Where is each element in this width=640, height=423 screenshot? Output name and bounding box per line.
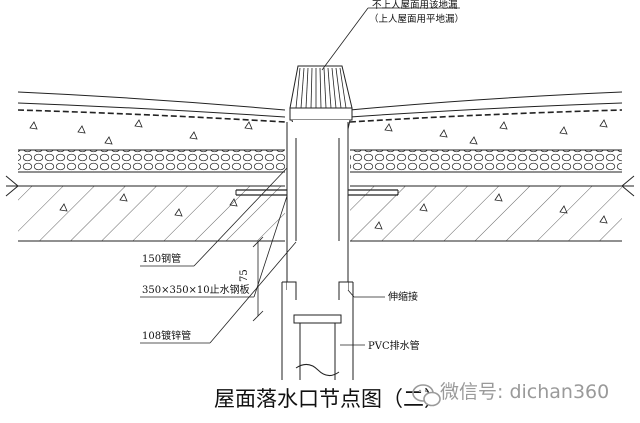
watermark-text: 微信号: dichan360 [440, 381, 609, 403]
callout-top-line2: （上人屋面用平地漏） [369, 13, 464, 25]
dimension-label: 75 [239, 269, 250, 282]
concrete-slab-right [350, 186, 622, 241]
drain-pipes [235, 122, 399, 380]
label-water-stop-plate: 350×350×10止水钢板 [142, 283, 250, 296]
insulation-layer-right [350, 150, 622, 172]
label-expansion-joint: 伸缩接 [388, 290, 418, 303]
wechat-icon [412, 384, 441, 407]
callout-top-line1: 不上人屋面用该地漏 [372, 0, 458, 11]
leader-lines [140, 7, 460, 346]
aggregate-marks [29, 119, 608, 230]
label-galvanized-pipe: 108镀锌管 [142, 329, 191, 342]
drawing-title: 屋面落水口节点图（二） [214, 387, 445, 411]
concrete-slab-left [18, 186, 285, 241]
label-steel-pipe: 150钢管 [142, 252, 181, 265]
break-lines [5, 175, 635, 197]
label-pvc-pipe: PVC排水管 [368, 339, 420, 352]
insulation-layer-left [18, 150, 285, 172]
